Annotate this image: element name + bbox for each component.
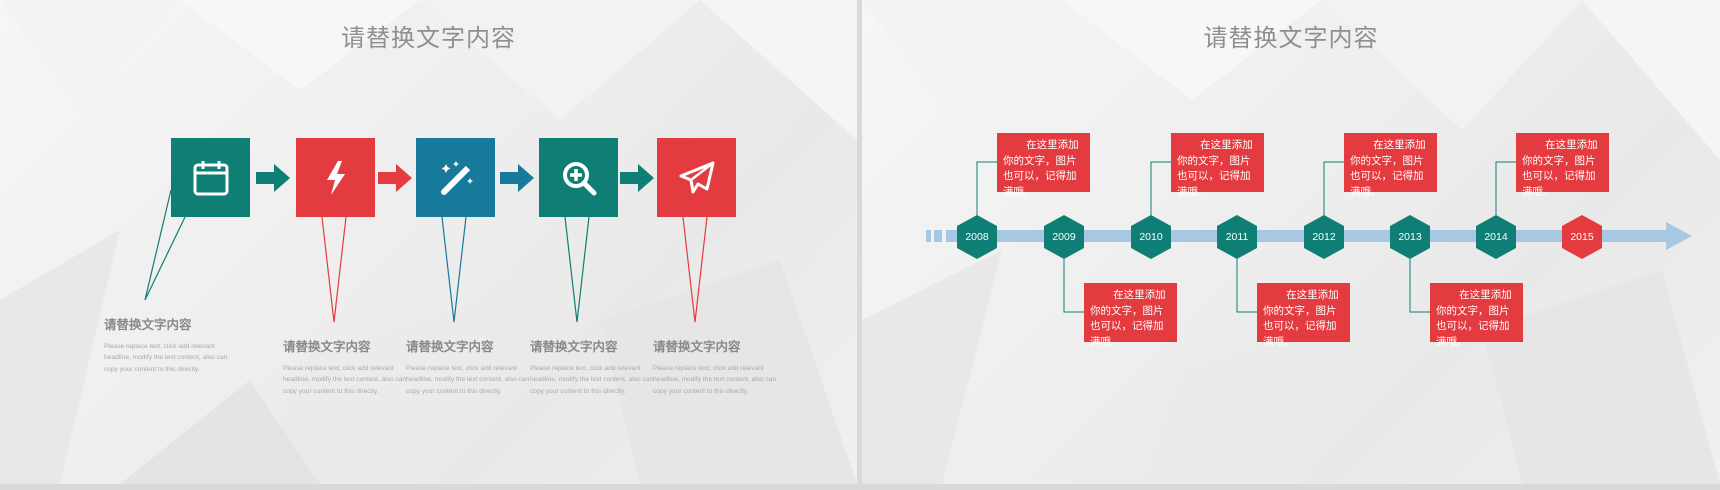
paper-plane-icon <box>679 161 714 193</box>
year-marker-2008[interactable]: 2008 <box>957 215 997 259</box>
caption-title: 请替换文字内容 <box>283 339 371 354</box>
connector-line <box>1409 259 1430 313</box>
caption-body: Please replace text, click add relevant … <box>406 365 530 395</box>
timeline-dash <box>1657 230 1662 242</box>
page-title: 请替换文字内容 <box>1203 24 1379 52</box>
caption-body: Please replace text, click add relevant … <box>530 365 654 395</box>
connector-line <box>1063 259 1084 313</box>
connector-line <box>976 161 997 216</box>
pointer-line-2 <box>321 216 347 323</box>
timeline-dash <box>926 230 931 242</box>
arrow-right-icon <box>378 164 412 192</box>
timeline-note[interactable]: 在这里添加你的文字，图片也可以，记得加满哦。 <box>1344 133 1437 198</box>
timeline-note[interactable]: 在这里添加你的文字，图片也可以，记得加满哦。 <box>1516 133 1609 198</box>
timeline-dash <box>1646 230 1654 242</box>
pointer-line-1 <box>144 189 186 301</box>
calendar-icon <box>193 160 228 195</box>
background-facets <box>862 0 1720 484</box>
caption-title: 请替换文字内容 <box>104 317 192 332</box>
connector-line <box>1495 161 1516 216</box>
timeline-note[interactable]: 在这里添加你的文字，图片也可以，记得加满哦。 <box>1257 283 1350 348</box>
pointer-line-5 <box>682 216 708 323</box>
step-box-calendar[interactable] <box>171 138 250 217</box>
arrow-right-icon <box>500 164 534 192</box>
step-box-lightning[interactable] <box>296 138 375 217</box>
caption-body: Please replace text, click add relevant … <box>653 365 777 395</box>
step-box-zoom-in[interactable] <box>539 138 618 217</box>
timeline-note[interactable]: 在这里添加你的文字，图片也可以，记得加满哦。 <box>1171 133 1264 198</box>
arrow-right-icon <box>620 164 654 192</box>
step-pointers <box>144 189 708 323</box>
timeline-dash <box>934 230 942 242</box>
timeline-note[interactable]: 在这里添加你的文字，图片也可以，记得加满哦。 <box>1084 283 1177 348</box>
connector-line <box>1323 161 1344 216</box>
connector-line <box>1150 161 1171 216</box>
right-slide: 请替换文字内容 2008 2009 2010 2011 2012 2013 20… <box>862 0 1720 484</box>
caption-title: 请替换文字内容 <box>530 339 618 354</box>
step-box-paper-plane[interactable] <box>657 138 736 217</box>
arrow-right-icon <box>256 164 290 192</box>
timeline-note[interactable]: 在这里添加你的文字，图片也可以，记得加满哦。 <box>997 133 1090 198</box>
step-box-magic-wand[interactable] <box>416 138 495 217</box>
caption-body: Please replace text, click add relevant … <box>104 343 228 373</box>
step-caption: 请替换文字内容 Please replace text, click add r… <box>104 314 234 375</box>
caption-title: 请替换文字内容 <box>406 339 494 354</box>
timeline-arrow-head <box>1666 222 1692 250</box>
timeline-note[interactable]: 在这里添加你的文字，图片也可以，记得加满哦。 <box>1430 283 1523 348</box>
lightning-icon <box>326 160 345 195</box>
caption-title: 请替换文字内容 <box>653 339 741 354</box>
connector-line <box>1236 259 1257 313</box>
step-caption: 请替换文字内容 Please replace text, click add r… <box>406 336 536 397</box>
page-title: 请替换文字内容 <box>341 24 516 52</box>
zoom-in-icon <box>562 161 596 195</box>
left-slide: 请替换文字内容 <box>0 0 857 484</box>
step-caption: 请替换文字内容 Please replace text, click add r… <box>530 336 660 397</box>
pointer-line-3 <box>441 216 467 323</box>
magic-wand-icon <box>440 160 473 195</box>
step-caption: 请替换文字内容 Please replace text, click add r… <box>283 336 413 397</box>
pointer-line-4 <box>564 216 590 323</box>
step-caption: 请替换文字内容 Please replace text, click add r… <box>653 336 783 397</box>
background-facets <box>0 0 857 484</box>
caption-body: Please replace text, click add relevant … <box>283 365 407 395</box>
